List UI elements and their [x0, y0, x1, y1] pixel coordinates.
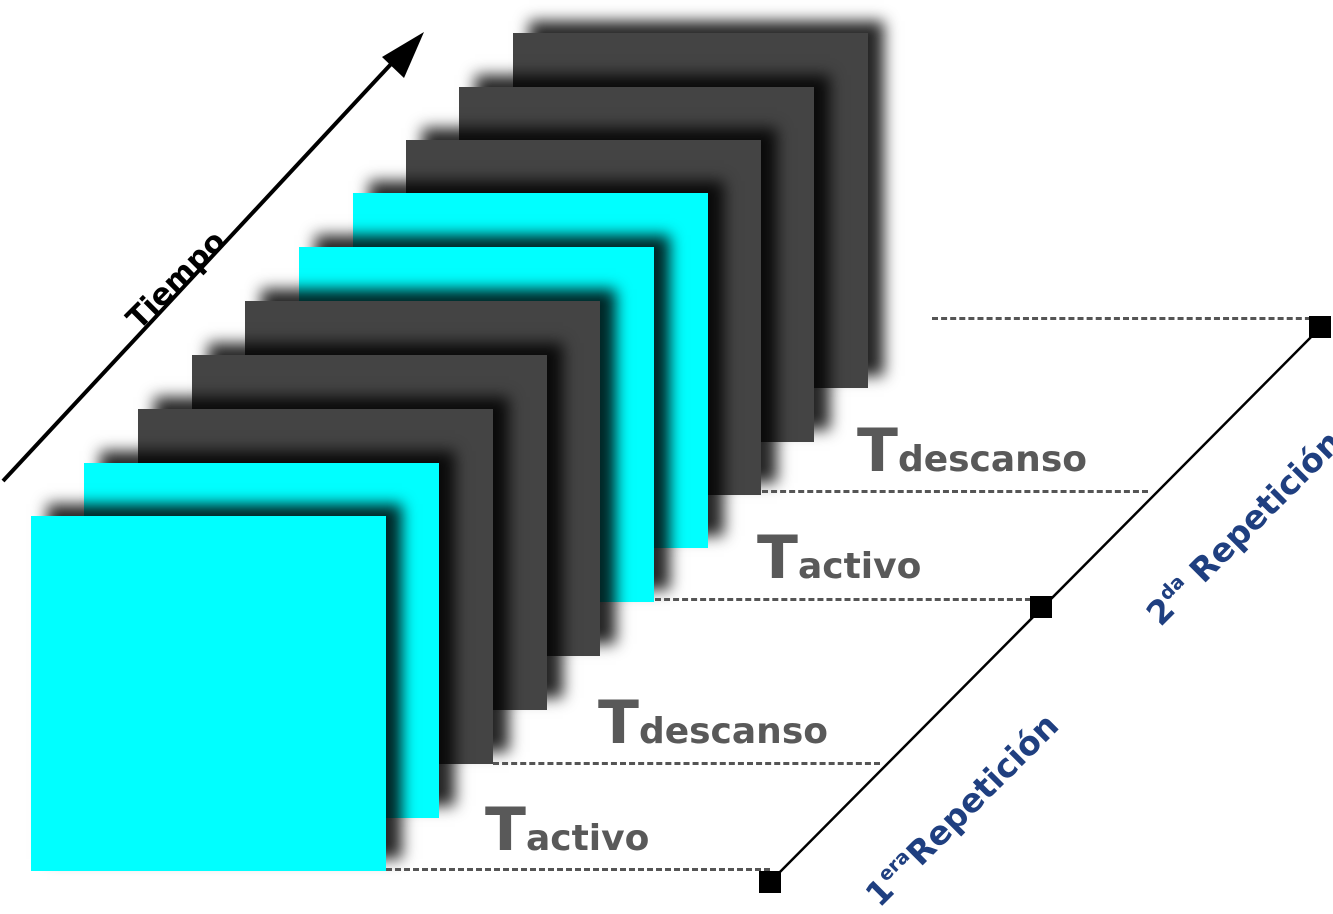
interval-letter: T — [485, 795, 526, 865]
interval-subscript: descanso — [897, 439, 1087, 480]
dashed-boundary-5 — [932, 317, 1320, 320]
axis-lines — [1, 32, 1321, 883]
interval-letter: T — [757, 523, 798, 593]
dashed-boundary-2 — [493, 762, 880, 765]
interval-subscript: activo — [797, 546, 922, 587]
time-arrow-line — [1, 61, 394, 483]
dashed-boundary-4 — [762, 490, 1148, 493]
dashed-boundary-3 — [655, 598, 1040, 601]
repetition-marker-middle — [1030, 596, 1052, 618]
repetition-marker-end — [1309, 316, 1331, 338]
repetition-marker-start — [759, 871, 781, 893]
interval-label-descanso-2: Tdescanso — [857, 421, 1087, 481]
interval-letter: T — [598, 688, 639, 758]
interval-subscript: activo — [525, 818, 650, 859]
interval-subscript: descanso — [638, 711, 828, 752]
interval-label-descanso-1: Tdescanso — [598, 693, 828, 753]
time-arrow-head — [382, 32, 424, 78]
frame-1 — [31, 516, 386, 871]
interval-label-activo-1: Tactivo — [485, 800, 649, 860]
interval-label-activo-2: Tactivo — [757, 528, 921, 588]
block-design-diagram: Tactivo Tdescanso Tactivo Tdescanso Tiem… — [1, 32, 1333, 914]
dashed-boundary-1 — [386, 868, 770, 871]
interval-letter: T — [857, 416, 898, 486]
